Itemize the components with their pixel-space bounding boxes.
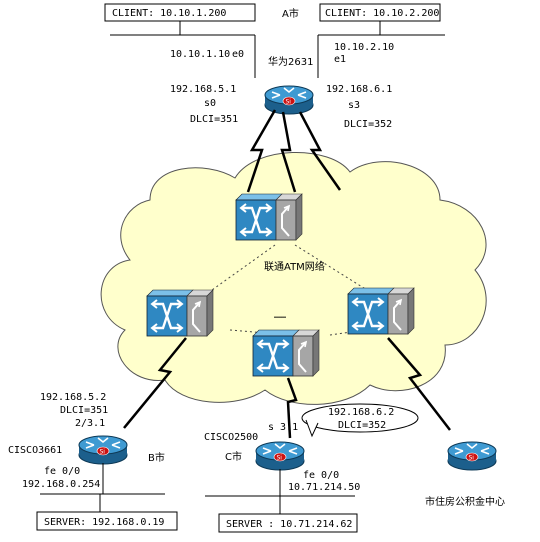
site-a-lan-lines [110,21,445,78]
site-b-lan-lines [40,463,165,512]
atm-switch-right [346,286,416,336]
atm-ellipsis: …… [274,310,286,321]
atm-cloud-label: 联通ATM网络 [264,260,325,273]
s0-ip-label: 192.168.5.1 [170,84,236,95]
site-b-fe-ip: 192.168.0.254 [22,479,100,490]
site-b-server-box [36,511,178,531]
site-c-router-model: CISCO2500 [204,432,258,443]
site-a-router-model: 华为2631 [268,55,313,68]
site-b-interface: 2/3.1 [75,418,105,429]
site-c-callout-tail [305,419,319,438]
site-a-serial-links [246,109,342,193]
site-c-server-box [218,513,358,533]
site-c-serial-link [286,377,298,439]
site-c-fe-ip: 10.71.214.50 [288,482,360,493]
site-b-server-label: SERVER: 192.168.0.19 [44,517,164,528]
e0-label: e0 [232,49,244,60]
site-b-dlci: DLCI=351 [60,405,108,416]
site-c-server-label: SERVER : 10.71.214.62 [226,519,352,530]
s3-label: s3 [348,100,360,111]
client-label-2: CLIENT: 10.10.2.200 [325,8,439,19]
e1-label: e1 [334,54,346,65]
site-b-serial-link [123,337,187,429]
atm-switch-bottom [251,328,321,378]
site-b-router-icon [78,435,128,465]
s3-dlci-label: DLCI=352 [344,119,392,130]
site-a-router-icon [264,85,314,115]
client-label-1: CLIENT: 10.10.1.200 [112,8,226,19]
s0-label: s0 [204,98,216,109]
site-b-router-model: CISCO3661 [8,445,62,456]
site-c-callout-ip: 192.168.6.2 [328,407,394,418]
atm-switch-left [145,288,215,338]
s3-ip-label: 192.168.6.1 [326,84,392,95]
site-b-city: B市 [148,451,165,464]
site-c-callout-dlci: DLCI=352 [338,420,386,431]
site-d-label: 市住房公积金中心 [425,495,505,508]
e1-ip-label: 10.10.2.10 [334,42,394,53]
site-c-router-icon [255,441,305,471]
atm-switch-top [234,192,304,242]
site-d-router-icon [447,441,497,471]
site-a-city-label: A市 [282,7,299,20]
site-c-city: C市 [225,450,242,463]
site-c-lan-lines [205,469,355,514]
site-c-fe: fe 0/0 [303,470,339,481]
site-b-ip: 192.168.5.2 [40,392,106,403]
site-c-callout [301,403,419,433]
site-b-fe: fe 0/0 [44,466,80,477]
site-d-serial-link [387,337,451,431]
e0-ip-label: 10.10.1.10 [170,49,230,60]
s0-dlci-label: DLCI=351 [190,114,238,125]
site-c-interface: s 3.1 [268,422,298,433]
